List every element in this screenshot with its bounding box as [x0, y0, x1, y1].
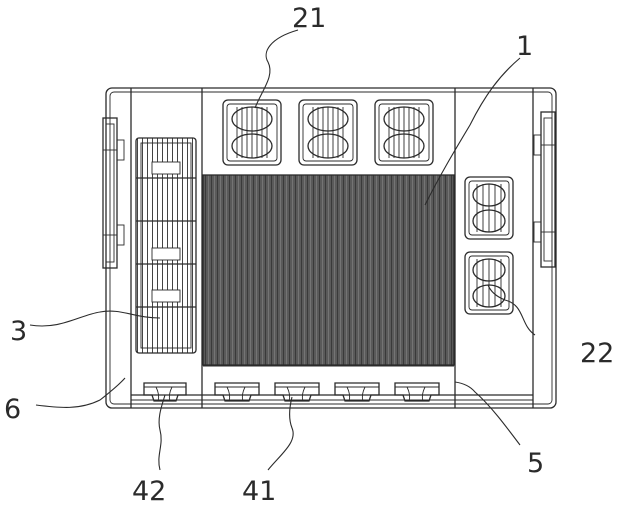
top-fan-1 — [222, 99, 282, 166]
label-41: 41 — [242, 476, 276, 507]
bottom-fan-4 — [394, 382, 440, 402]
label-42: 42 — [132, 476, 166, 507]
bottom-fan-left — [143, 382, 187, 402]
top-fan-2 — [298, 99, 358, 166]
label-21: 21 — [292, 3, 326, 34]
bottom-fan-3 — [334, 382, 380, 402]
leader-lines — [29, 29, 536, 471]
label-22: 22 — [580, 338, 614, 369]
left-grille — [135, 137, 197, 354]
label-6: 6 — [4, 394, 21, 425]
left-handle — [102, 117, 125, 269]
label-1: 1 — [516, 31, 533, 62]
housing-outline — [105, 87, 557, 409]
bottom-fan-1 — [214, 382, 260, 402]
label-5: 5 — [527, 448, 544, 479]
bottom-fan-2 — [274, 382, 320, 402]
side-fan-upper — [464, 176, 514, 240]
right-handle — [533, 111, 556, 268]
main-striped-panel — [202, 174, 455, 367]
label-3: 3 — [10, 316, 27, 347]
top-fan-3 — [374, 99, 434, 166]
side-fan-lower — [464, 251, 514, 315]
